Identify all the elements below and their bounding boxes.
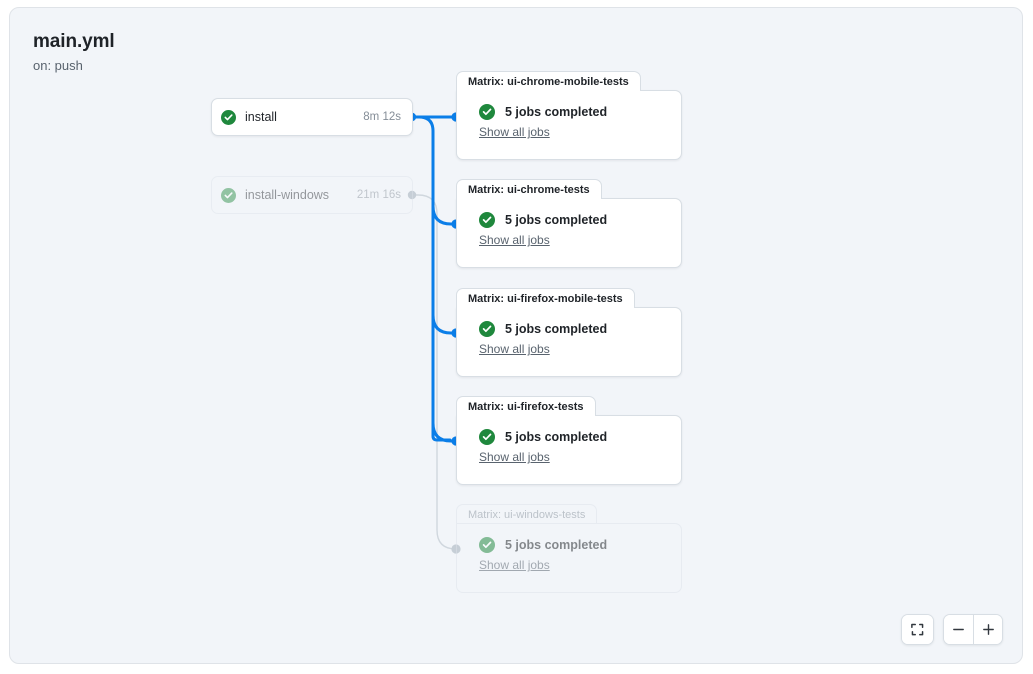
minus-icon bbox=[953, 628, 964, 631]
matrix-card-tab-label[interactable]: Matrix: ui-firefox-mobile-tests bbox=[456, 288, 635, 308]
matrix-card-tab-label[interactable]: Matrix: ui-windows-tests bbox=[456, 504, 598, 524]
matrix-card-body: 5 jobs completed Show all jobs bbox=[456, 415, 682, 485]
show-all-jobs-link[interactable]: Show all jobs bbox=[479, 342, 550, 356]
matrix-jobs-count-label: 5 jobs completed bbox=[505, 430, 608, 444]
matrix-status-row: 5 jobs completed bbox=[479, 104, 681, 120]
matrix-jobs-count-label: 5 jobs completed bbox=[505, 213, 608, 227]
zoom-in-button[interactable] bbox=[973, 615, 1002, 644]
workflow-trigger: on: push bbox=[33, 58, 83, 73]
job-duration-label: 21m 16s bbox=[356, 189, 401, 201]
show-all-jobs-link[interactable]: Show all jobs bbox=[479, 125, 550, 139]
graph-zoom-controls bbox=[901, 614, 1003, 645]
fit-screen-icon bbox=[911, 623, 924, 636]
edge-install-to-ui-firefox-mobile-tests bbox=[431, 313, 458, 335]
workflow-header: main.yml on: push bbox=[33, 30, 115, 76]
edge-install-windows-to-ui-windows-tests bbox=[412, 194, 457, 550]
edge-install-to-ui-chrome-tests bbox=[431, 204, 458, 226]
matrix-jobs-count-label: 5 jobs completed bbox=[505, 105, 608, 119]
matrix-card-body: 5 jobs completed Show all jobs bbox=[456, 198, 682, 268]
matrix-card-tab-label[interactable]: Matrix: ui-chrome-mobile-tests bbox=[456, 71, 641, 91]
check-circle-fill-icon bbox=[479, 321, 495, 337]
fit-screen-button[interactable] bbox=[902, 615, 933, 644]
workflow-graph-container[interactable]: main.yml on: push bbox=[9, 7, 1023, 664]
check-circle-fill-icon bbox=[479, 429, 495, 445]
job-name-label: install bbox=[245, 110, 277, 124]
matrix-jobs-count-label: 5 jobs completed bbox=[505, 538, 608, 552]
zoom-group bbox=[943, 614, 1003, 645]
matrix-card-body: 5 jobs completed Show all jobs bbox=[456, 307, 682, 377]
job-duration-label: 8m 12s bbox=[363, 111, 401, 123]
job-name-label: install-windows bbox=[245, 188, 330, 202]
workflow-title: main.yml bbox=[33, 31, 115, 52]
matrix-card-tab-label[interactable]: Matrix: ui-chrome-tests bbox=[456, 179, 602, 199]
check-circle-fill-icon bbox=[221, 109, 236, 125]
matrix-card-body: 5 jobs completed Show all jobs bbox=[456, 523, 682, 593]
matrix-status-row: 5 jobs completed bbox=[479, 429, 681, 445]
job-node-install[interactable]: install 8m 12s bbox=[211, 98, 413, 136]
matrix-status-row: 5 jobs completed bbox=[479, 212, 681, 228]
matrix-card-body: 5 jobs completed Show all jobs bbox=[456, 90, 682, 160]
show-all-jobs-link[interactable]: Show all jobs bbox=[479, 233, 550, 247]
show-all-jobs-link[interactable]: Show all jobs bbox=[479, 558, 550, 572]
matrix-status-row: 5 jobs completed bbox=[479, 537, 681, 553]
matrix-status-row: 5 jobs completed bbox=[479, 321, 681, 337]
zoom-out-button[interactable] bbox=[944, 615, 973, 644]
show-all-jobs-link[interactable]: Show all jobs bbox=[479, 450, 550, 464]
check-circle-fill-icon bbox=[479, 104, 495, 120]
check-circle-fill-icon bbox=[479, 537, 495, 553]
edge-install-trunk bbox=[410, 115, 452, 442]
edge-install-to-ui-firefox-tests bbox=[431, 421, 458, 443]
check-circle-fill-icon bbox=[221, 187, 236, 203]
fit-screen-group bbox=[901, 614, 934, 645]
plus-icon bbox=[982, 624, 994, 635]
check-circle-fill-icon bbox=[479, 212, 495, 228]
matrix-jobs-count-label: 5 jobs completed bbox=[505, 322, 608, 336]
matrix-card-tab-label[interactable]: Matrix: ui-firefox-tests bbox=[456, 396, 596, 416]
job-node-install-windows[interactable]: install-windows 21m 16s bbox=[211, 176, 413, 214]
